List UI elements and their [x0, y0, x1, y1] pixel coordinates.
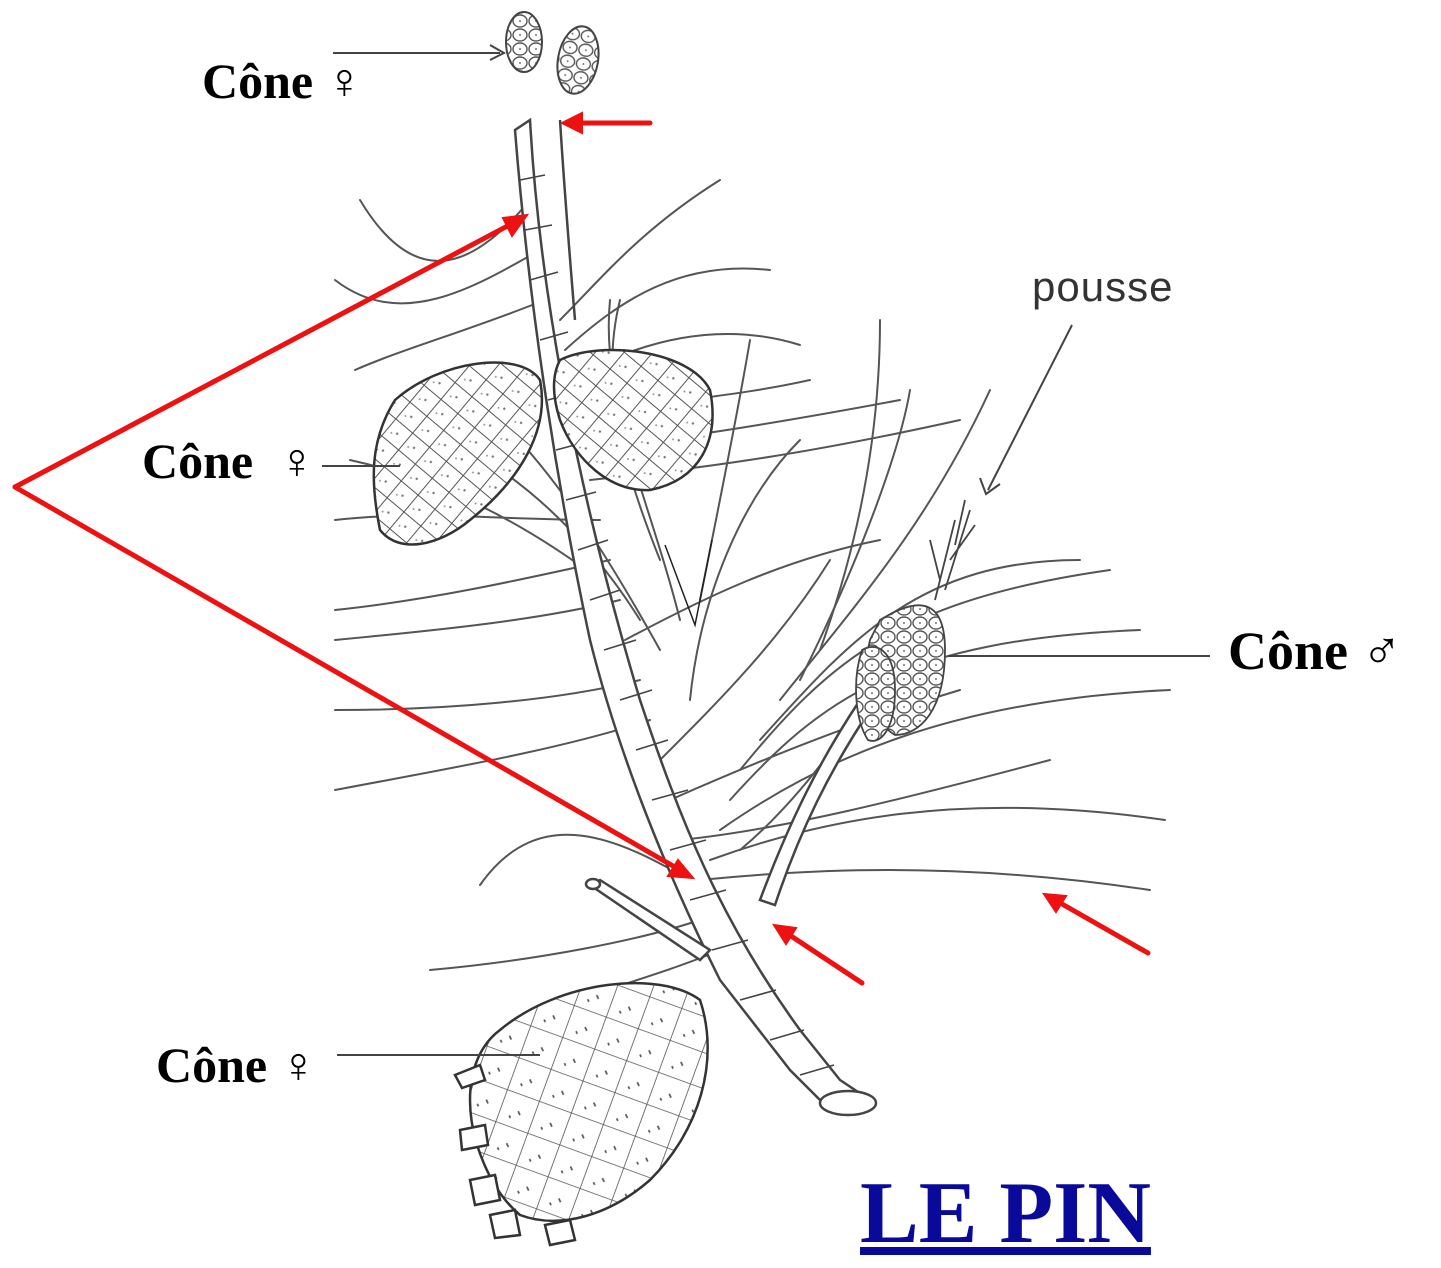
leader-lines — [322, 45, 1210, 1055]
mature-female-cone — [455, 983, 708, 1245]
red-arrow-branch-shaft — [785, 932, 862, 983]
male-symbol: ♂ — [1362, 621, 1403, 681]
male-cone-cluster — [856, 605, 945, 741]
label-cone-male: Cône ♂ — [1228, 624, 1402, 678]
main-stem — [515, 120, 876, 1115]
page-title: LE PIN — [860, 1170, 1151, 1258]
red-arrow-needle-head — [1044, 894, 1066, 912]
leader-pousse — [988, 325, 1072, 490]
new-shoot — [930, 500, 975, 600]
female-symbol-bottom: ♀ — [280, 1037, 318, 1093]
red-arrow-needle-shaft — [1055, 900, 1148, 953]
female-symbol-top: ♀ — [326, 53, 364, 109]
young-female-cones — [506, 12, 604, 97]
label-cone-female-mid: Cône ♀ — [142, 436, 316, 486]
label-cone-female-bottom: Cône ♀ — [156, 1040, 317, 1090]
female-symbol-mid: ♀ — [278, 433, 316, 489]
label-cone-female-top: Cône ♀ — [202, 56, 363, 106]
label-pousse: pousse — [1032, 266, 1173, 308]
red-arrow-top-head — [562, 113, 582, 133]
red-arrow-branch-head — [774, 925, 796, 944]
center-mark — [665, 540, 712, 625]
